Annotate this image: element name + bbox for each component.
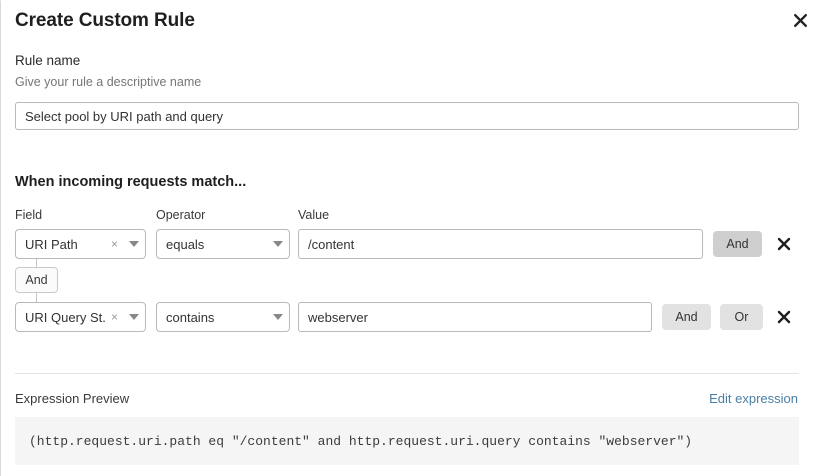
chevron-down-icon[interactable] (123, 241, 145, 247)
page-title: Create Custom Rule (15, 10, 195, 31)
column-header-value: Value (298, 208, 330, 222)
operator-select-value: equals (166, 236, 205, 252)
and-button[interactable]: And (662, 304, 711, 330)
edit-expression-link[interactable]: Edit expression (709, 391, 798, 406)
close-icon[interactable] (789, 9, 811, 31)
condition-connector: And (1, 259, 121, 303)
condition-row: URI Path × equals And (1, 229, 820, 259)
connector-line-top (36, 259, 37, 267)
chevron-down-icon[interactable] (267, 314, 289, 320)
expression-preview-label: Expression Preview (15, 391, 130, 406)
clear-icon[interactable]: × (110, 237, 118, 251)
rule-name-help-text: Give your rule a descriptive name (15, 75, 202, 89)
section-divider (15, 373, 799, 374)
chevron-down-icon[interactable] (123, 314, 145, 320)
column-header-operator: Operator (156, 208, 206, 222)
match-section-heading: When incoming requests match... (15, 174, 247, 190)
remove-condition-icon[interactable] (772, 232, 796, 256)
value-input[interactable] (298, 229, 703, 259)
connector-and-badge[interactable]: And (15, 267, 58, 293)
rule-name-label: Rule name (15, 53, 81, 68)
column-header-field: Field (15, 208, 43, 222)
operator-select[interactable]: equals (156, 229, 290, 259)
field-select-value: URI Query St... (25, 309, 106, 325)
operator-select-value: contains (166, 309, 215, 325)
clear-icon[interactable]: × (110, 310, 118, 324)
rule-name-input[interactable] (15, 102, 799, 130)
or-button[interactable]: Or (720, 304, 763, 330)
and-button[interactable]: And (713, 231, 762, 257)
remove-condition-icon[interactable] (772, 305, 796, 329)
expression-preview-code: (http.request.uri.path eq "/content" and… (15, 417, 799, 465)
condition-row: URI Query St... × contains And Or (1, 302, 820, 332)
chevron-down-icon[interactable] (267, 241, 289, 247)
field-select[interactable]: URI Query St... × (15, 302, 146, 332)
field-select[interactable]: URI Path × (15, 229, 146, 259)
operator-select[interactable]: contains (156, 302, 290, 332)
field-select-value: URI Path (25, 236, 78, 252)
value-input[interactable] (298, 302, 652, 332)
connector-line-bottom (36, 293, 37, 302)
